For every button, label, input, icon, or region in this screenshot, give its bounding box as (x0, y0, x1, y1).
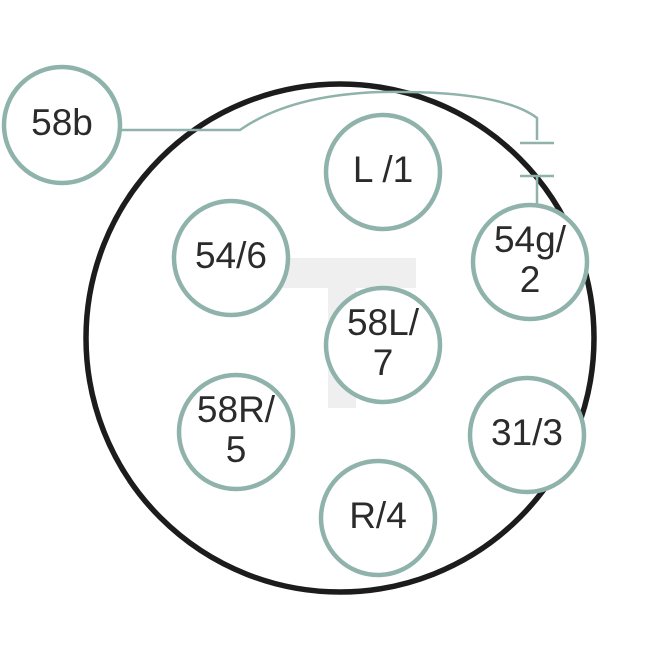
pin-label-line: R/4 (349, 495, 407, 536)
pin-54g-2: 54g/2 (470, 202, 590, 322)
pin-label-line: 58R/ (197, 389, 276, 430)
pin-label: 54g/2 (494, 219, 567, 300)
pin-label-line: L /1 (353, 149, 413, 190)
pin-label-line: 54g/ (494, 219, 567, 260)
switch-connection (120, 90, 554, 205)
pin-l-1: L /1 (323, 112, 443, 232)
pin-label-line: 2 (520, 259, 541, 300)
pin-label: 58L/7 (347, 302, 420, 383)
connection-line (120, 90, 539, 140)
pin-label: R/4 (349, 495, 407, 536)
pin-label: 58R/5 (197, 389, 276, 470)
pin-label: 31/3 (491, 412, 563, 453)
pin-54-6: 54/6 (171, 198, 291, 318)
pin-label: 58b (31, 102, 93, 143)
pin-label: L /1 (353, 149, 413, 190)
pin-r-4: R/4 (318, 458, 438, 578)
pin-label-line: 5 (226, 429, 247, 470)
pin-31-3: 31/3 (467, 375, 587, 495)
pin-58l-7: 58L/7 (323, 285, 443, 405)
pin-label-line: 7 (373, 342, 394, 383)
pin-58r-5: 58R/5 (176, 372, 296, 492)
pin-label: 54/6 (195, 235, 267, 276)
pin-label-line: 58b (31, 102, 93, 143)
pin-label-line: 31/3 (491, 412, 563, 453)
pin-label-line: 54/6 (195, 235, 267, 276)
pin-label-line: 58L/ (347, 302, 420, 343)
pin-58b: 58b (1, 64, 123, 186)
